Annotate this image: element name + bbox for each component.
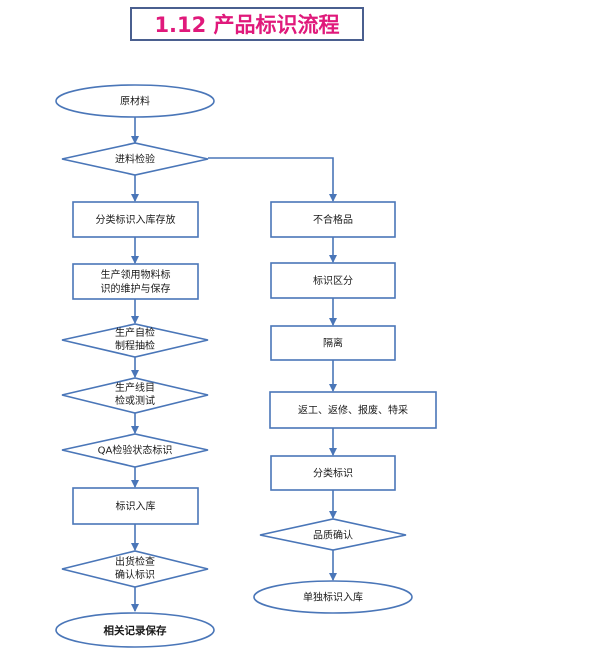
- node-label: 检或测试: [115, 394, 155, 407]
- node-label: 单独标识入库: [303, 591, 363, 604]
- node-disposition: 返工、返修、报废、特采: [269, 391, 437, 429]
- node-production-material: 生产领用物料标 识的维护与保存: [72, 263, 199, 300]
- node-incoming-inspection: 进料检验: [61, 142, 209, 176]
- node-classify-label: 分类标识: [270, 455, 396, 491]
- node-label: 确认标识: [115, 568, 155, 581]
- node-classify-store: 分类标识入库存放: [72, 201, 199, 238]
- node-label: 不合格品: [313, 213, 353, 226]
- node-label: 分类标识: [313, 467, 353, 480]
- node-self-inspect: 生产自检 制程抽检: [61, 323, 209, 358]
- node-label: 识的维护与保存: [101, 282, 171, 295]
- node-label: 制程抽检: [115, 339, 155, 352]
- connector-branch: [208, 157, 337, 202]
- node-label: 进料检验: [115, 153, 155, 166]
- node-label: 相关记录保存: [104, 624, 167, 637]
- node-shipment-check: 出货检查 确认标识: [61, 550, 209, 588]
- node-distinguish: 标识区分: [270, 262, 396, 299]
- node-quality-confirm: 品质确认: [259, 518, 407, 551]
- node-nonconforming: 不合格品: [270, 201, 396, 238]
- node-label: 出货检查: [115, 555, 155, 568]
- page-title: 1.12 产品标识流程: [130, 7, 364, 41]
- node-label: 标识入库: [116, 500, 156, 513]
- node-label: 分类标识入库存放: [96, 213, 176, 226]
- node-label: 返工、返修、报废、特采: [298, 404, 408, 417]
- node-label: 隔离: [323, 337, 343, 350]
- node-label-store: 标识入库: [72, 487, 199, 525]
- node-qa-status: QA检验状态标识: [61, 433, 209, 468]
- node-label: 原材料: [120, 95, 150, 108]
- node-label: 品质确认: [313, 529, 353, 542]
- node-isolate: 隔离: [270, 325, 396, 361]
- node-raw-material: 原材料: [55, 84, 215, 118]
- node-label: QA检验状态标识: [98, 444, 173, 457]
- node-label: 生产领用物料标: [101, 268, 171, 281]
- node-label: 生产自检: [115, 326, 155, 339]
- node-separate-store: 单独标识入库: [253, 580, 413, 614]
- node-records: 相关记录保存: [55, 612, 215, 648]
- node-line-end-test: 生产线目 检或测试: [61, 377, 209, 414]
- node-label: 生产线目: [115, 381, 155, 394]
- node-label: 标识区分: [313, 275, 353, 287]
